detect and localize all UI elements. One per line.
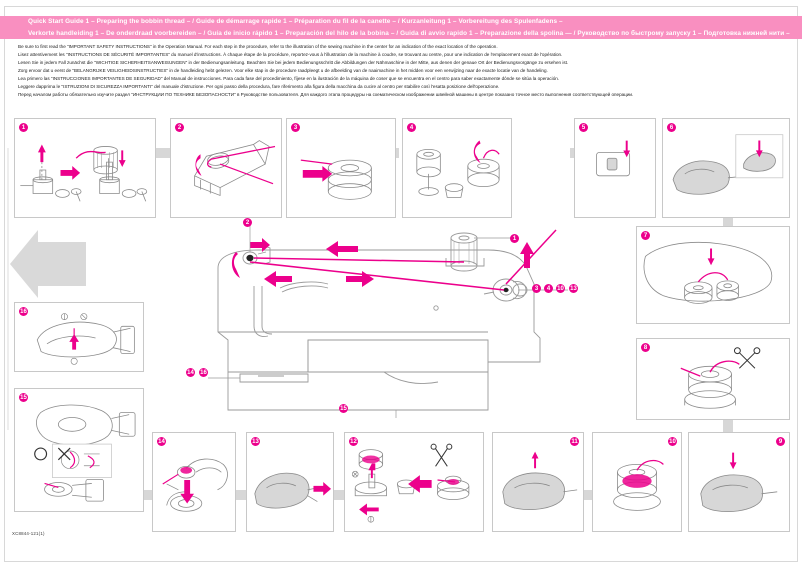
intro-line-ru: Перед началом работы обязательно изучите… [18,92,634,97]
panel-2-illustration [194,140,276,197]
callout-3: 3 [532,284,541,293]
panel-cover-replace[interactable]: 16 [14,302,144,372]
panel-badge-11: 11 [570,437,579,446]
intro-line-es: Lea primero las "INSTRUCCIONES IMPORTANT… [18,76,560,81]
panel-4-illustration [416,140,500,198]
panel-14-illustration [162,458,228,512]
callout-4: 4 [544,284,553,293]
panel-badge-7: 7 [641,231,650,240]
panel-6-illustration [672,134,784,195]
panel-3-illustration [300,159,372,200]
callout-16: 16 [199,368,208,377]
intro-line-en: Be sure to first read the "IMPORTANT SAF… [18,44,498,49]
panel-badge-2: 2 [175,123,184,132]
callout-10: 10 [556,284,565,293]
flow-direction-arrow-icon [10,230,86,298]
panel-10-illustration [613,459,664,511]
panel-needle-plate-cover-remove[interactable]: 13 [246,432,334,532]
panel-badge-4: 4 [407,123,416,132]
document-part-number: XC8844-121(1) [12,531,45,536]
intro-line-de: Lesen Sie in jedem Fall zunächst die "WI… [18,60,569,65]
panel-badge-9: 9 [776,437,785,446]
panel-bobbin-insert-race[interactable]: 14 [152,432,236,532]
panel-spool-cap-thread[interactable]: 2 [170,118,282,218]
header-title-text-1: Quick Start Guide 1 – Preparing the bobb… [28,18,563,25]
callout-1: 1 [510,234,519,243]
panel-bobbin-winder-shaft[interactable]: 4 [402,118,512,218]
panel-badge-15: 15 [19,393,28,402]
callout-13: 13 [569,284,578,293]
panel-badge-5: 5 [579,123,588,132]
panel-9-illustration [700,452,778,513]
callout-15: 15 [339,404,348,413]
header-title-line-1: Quick Start Guide 1 – Preparing the bobb… [0,16,802,27]
panel-bobbin-remove-scissors[interactable]: 12 [344,432,484,532]
panel-8-illustration [680,347,761,409]
panel-badge-1: 1 [19,123,28,132]
panel-badge-8: 8 [641,343,650,352]
panel-thread-guide-route[interactable]: 7 [636,226,790,324]
panel-power-switch[interactable]: 5 [574,118,656,218]
panel-thread-through-slot[interactable]: 15 [14,388,144,512]
panel-12-illustration [351,443,470,523]
callout-14: 14 [186,368,195,377]
panel-15-illustration [34,404,136,502]
panel-bobbin-thread-cut[interactable]: 8 [636,338,790,420]
intro-line-nl: Zorg ervoor dat u eerst de "BELANGRIJKE … [18,68,548,73]
panel-foot-controller-press[interactable]: 9 [688,432,790,532]
panel-1-illustration [20,144,148,202]
panel-foot-controller-detach[interactable]: 6 [662,118,790,218]
panel-11-illustration [502,451,578,510]
panel-badge-10: 10 [668,437,677,446]
intro-line-it: Leggere dapprima le "ISTRUZIONI DI SICUR… [18,84,500,89]
panel-bobbin-winding[interactable]: 10 [592,432,682,532]
panel-badge-6: 6 [667,123,676,132]
panel-13-illustration [254,472,332,509]
panel-spool-pin-setup[interactable]: 1 [14,118,156,218]
intro-line-fr: Lisez attentivement les "INSTRUCTIONS DE… [18,52,563,57]
panel-16-illustration [36,313,135,365]
callout-2: 2 [243,218,252,227]
panel-5-illustration [596,140,631,177]
panel-7-illustration [643,241,773,304]
header-title-text-2: Verkorte handleiding 1 – De onderdraad v… [28,29,790,37]
sewing-machine-center-diagram: 2 1 3 4 10 13 14 16 15 [186,218,608,422]
panel-badge-14: 14 [157,437,166,446]
panel-badge-3: 3 [291,123,300,132]
panel-foot-controller-release[interactable]: 11 [492,432,584,532]
panel-badge-13: 13 [251,437,260,446]
header-title-line-2: Verkorte handleiding 1 – De onderdraad v… [0,27,802,39]
safety-instructions-paragraph: Be sure to first read the "IMPORTANT SAF… [18,43,793,99]
panel-badge-16: 16 [19,307,28,316]
panel-bobbin-placement[interactable]: 3 [286,118,396,218]
sewing-machine-illustration [208,226,568,418]
panel-badge-12: 12 [349,437,358,446]
